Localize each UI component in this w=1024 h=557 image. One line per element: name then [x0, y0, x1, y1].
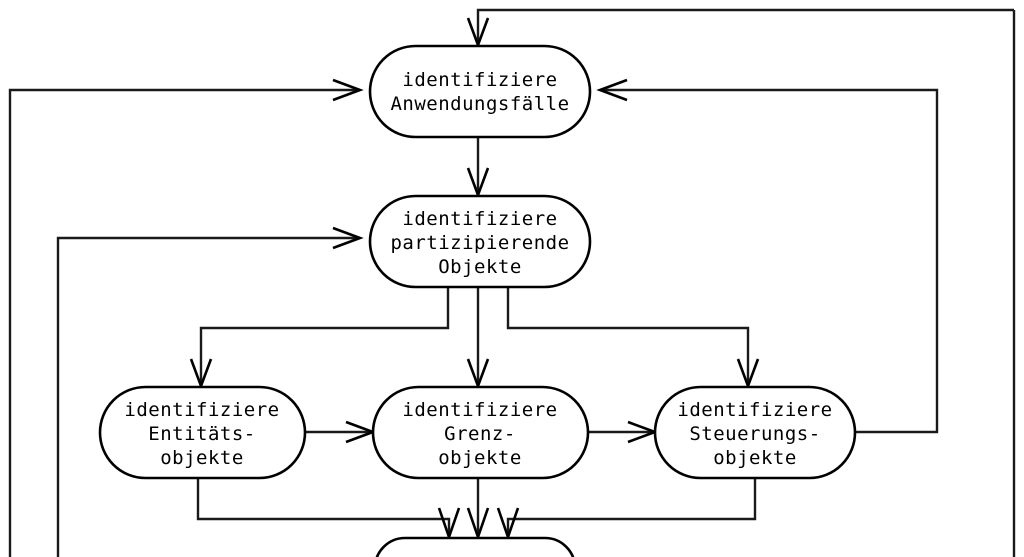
edge-left-inner-into-partizipierende	[56, 236, 359, 557]
node-entitaetsobjekte-shape[interactable]	[98, 385, 307, 480]
node-partizipierende-objekte-shape[interactable]	[368, 194, 592, 289]
node-steuerungsobjekte-line1: identifiziere	[677, 399, 832, 421]
node-anwendungsfaelle-line1: identifiziere	[402, 69, 557, 91]
node-partizipierende-objekte-line3: Objekte	[438, 256, 522, 278]
node-grenzobjekte-line2: Grenz-	[444, 423, 516, 445]
node-grenzobjekte[interactable]: identifiziere Grenz- objekte	[371, 385, 590, 480]
node-partizipierende-objekte[interactable]: identifiziere partizipierende Objekte	[368, 194, 592, 289]
node-entitaetsobjekte[interactable]: identifiziere Entitäts- objekte	[98, 385, 307, 480]
node-steuerungsobjekte-line2: Steuerungs-	[689, 423, 820, 445]
edge-top-into-anwendungsfaelle	[476, 8, 1014, 44]
node-grenzobjekte-line3: objekte	[438, 447, 522, 469]
arrowhead-left-inner-into-partizipierende	[332, 226, 364, 250]
arrowhead-left-outer-into-anwendungsfaelle	[332, 78, 364, 102]
node-entitaetsobjekte-line3: objekte	[160, 447, 244, 469]
node-anwendungsfaelle-line2: Anwendungsfälle	[390, 93, 569, 115]
node-entitaetsobjekte-line1: identifiziere	[124, 399, 279, 421]
edge-entitaets-to-bottom	[196, 478, 451, 536]
edge-steuerungs-to-anwendungsfaelle	[601, 88, 939, 434]
node-anwendungsfaelle[interactable]: identifiziere Anwendungsfälle	[368, 44, 592, 139]
node-entitaetsobjekte-line2: Entitäts-	[148, 423, 255, 445]
node-grenzobjekte-shape[interactable]	[371, 385, 590, 480]
edge-left-outer-into-anwendungsfaelle	[8, 88, 359, 557]
edge-steuerungs-to-bottom	[506, 478, 757, 536]
edge-partizipierende-to-entitaets	[199, 287, 450, 385]
node-steuerungsobjekte-shape[interactable]	[653, 385, 857, 480]
node-anwendungsfaelle-shape[interactable]	[368, 44, 592, 139]
node-partizipierende-objekte-line2: partizipierende	[390, 232, 569, 254]
node-bottom-partial-shape[interactable]	[375, 536, 575, 557]
node-layer: identifiziere Anwendungsfälle identifizi…	[98, 44, 857, 557]
node-partizipierende-objekte-line1: identifiziere	[402, 208, 557, 230]
node-bottom-partial[interactable]	[375, 536, 575, 557]
arrowhead-steuerungs-to-anwendungsfaelle	[596, 78, 628, 102]
node-steuerungsobjekte-line3: objekte	[713, 447, 797, 469]
edge-partizipierende-to-steuerungs	[506, 287, 750, 385]
node-steuerungsobjekte[interactable]: identifiziere Steuerungs- objekte	[653, 385, 857, 480]
node-grenzobjekte-line1: identifiziere	[402, 399, 557, 421]
